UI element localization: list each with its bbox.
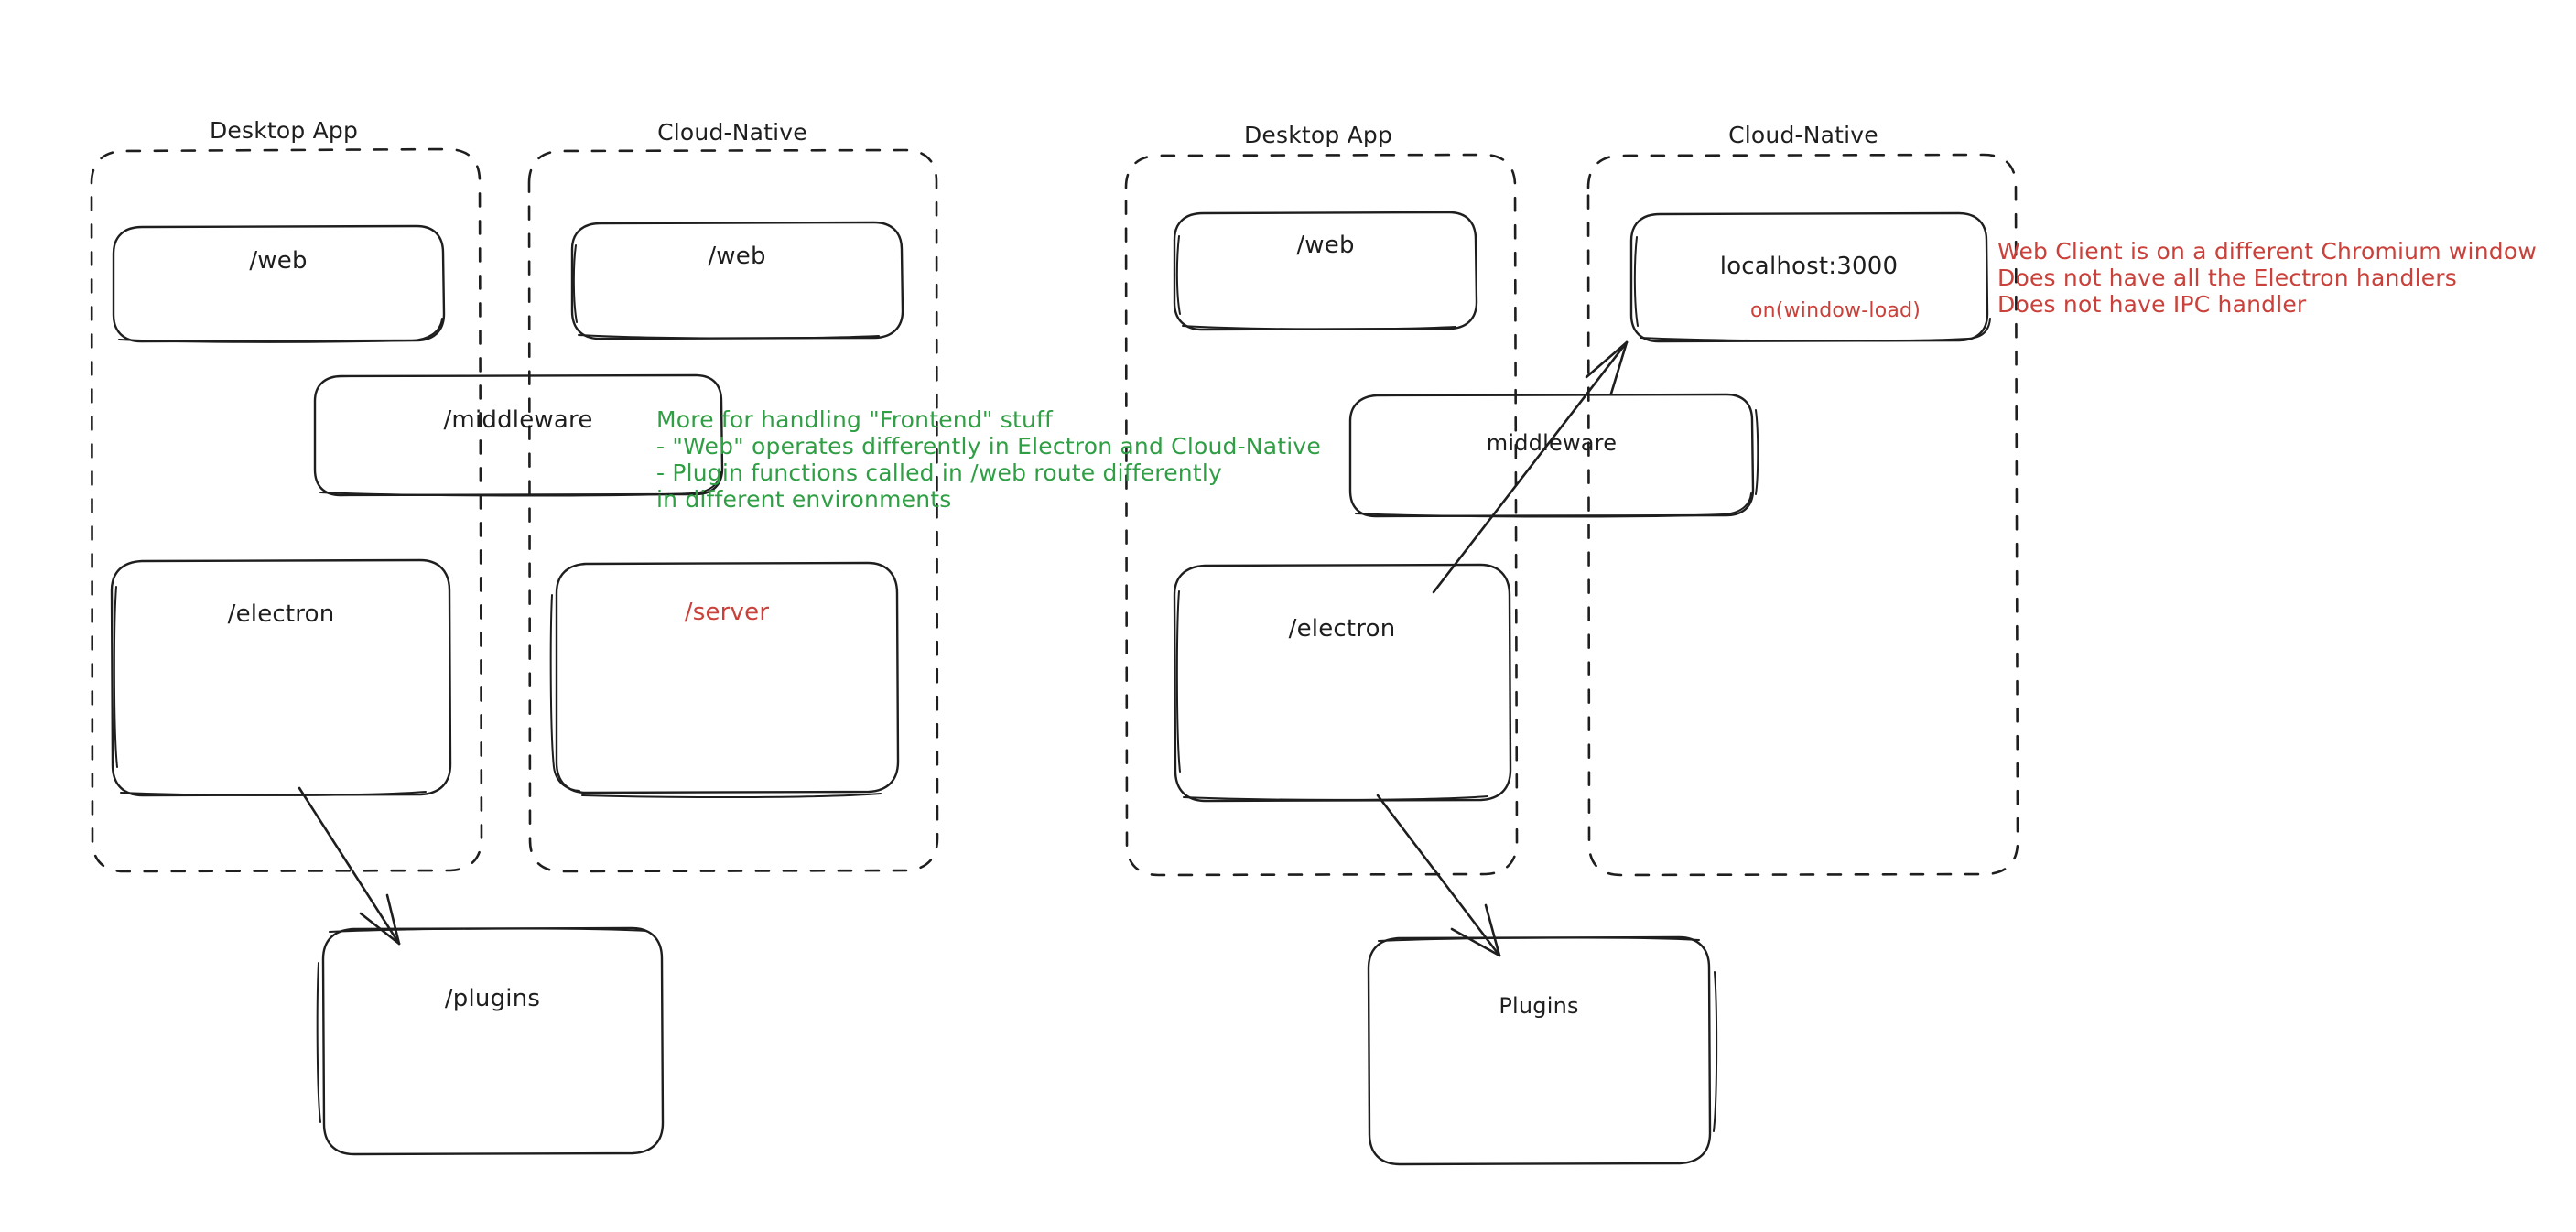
right-electron-to-plugins-arrow <box>1376 794 1501 957</box>
left-electron-label: /electron <box>227 600 335 628</box>
right-desktop-app-container <box>1124 153 1519 877</box>
left-electron-box <box>110 558 452 797</box>
right-electron-box <box>1173 563 1512 803</box>
left-electron-to-plugins-arrow <box>298 786 401 946</box>
left-server-label: /server <box>684 599 770 626</box>
right-cloud-native-container <box>1586 153 2019 877</box>
green-annotation-note: More for handling "Frontend" stuff - "We… <box>656 406 1321 513</box>
right-cloud-native-title: Cloud-Native <box>1728 122 1878 148</box>
left-middleware-label: /middleware <box>443 406 593 434</box>
right-desktop-app-title: Desktop App <box>1243 122 1393 148</box>
right-middleware-label: middleware <box>1486 430 1618 456</box>
left-web-cloud-box <box>570 221 904 340</box>
red-annotation-note: Web Client is on a different Chromium wi… <box>1997 238 2537 318</box>
left-plugins-box <box>316 926 665 1156</box>
right-localhost-label: localhost:3000 <box>1719 253 1899 280</box>
right-electron-to-localhost-arrow <box>1432 340 1629 594</box>
left-cloud-native-container <box>527 148 939 873</box>
left-web-desktop-box <box>112 224 446 343</box>
right-plugins-label: Plugins <box>1499 993 1579 1019</box>
right-localhost-box <box>1629 211 1991 343</box>
left-cloud-native-title: Cloud-Native <box>657 119 807 146</box>
right-electron-label: /electron <box>1288 615 1396 643</box>
right-web-label: /web <box>1296 232 1355 259</box>
left-web-desktop-label: /web <box>249 247 308 275</box>
left-desktop-app-title: Desktop App <box>209 117 359 144</box>
right-middleware-box <box>1348 393 1759 518</box>
left-desktop-app-container <box>90 147 483 873</box>
left-plugins-label: /plugins <box>444 985 541 1012</box>
right-plugins-box <box>1367 935 1718 1166</box>
right-on-window-load-label: on(window-load) <box>1750 299 1921 322</box>
left-server-box <box>549 561 900 799</box>
left-web-cloud-label: /web <box>708 243 766 270</box>
left-middleware-box <box>313 373 724 497</box>
right-web-box <box>1173 211 1478 331</box>
